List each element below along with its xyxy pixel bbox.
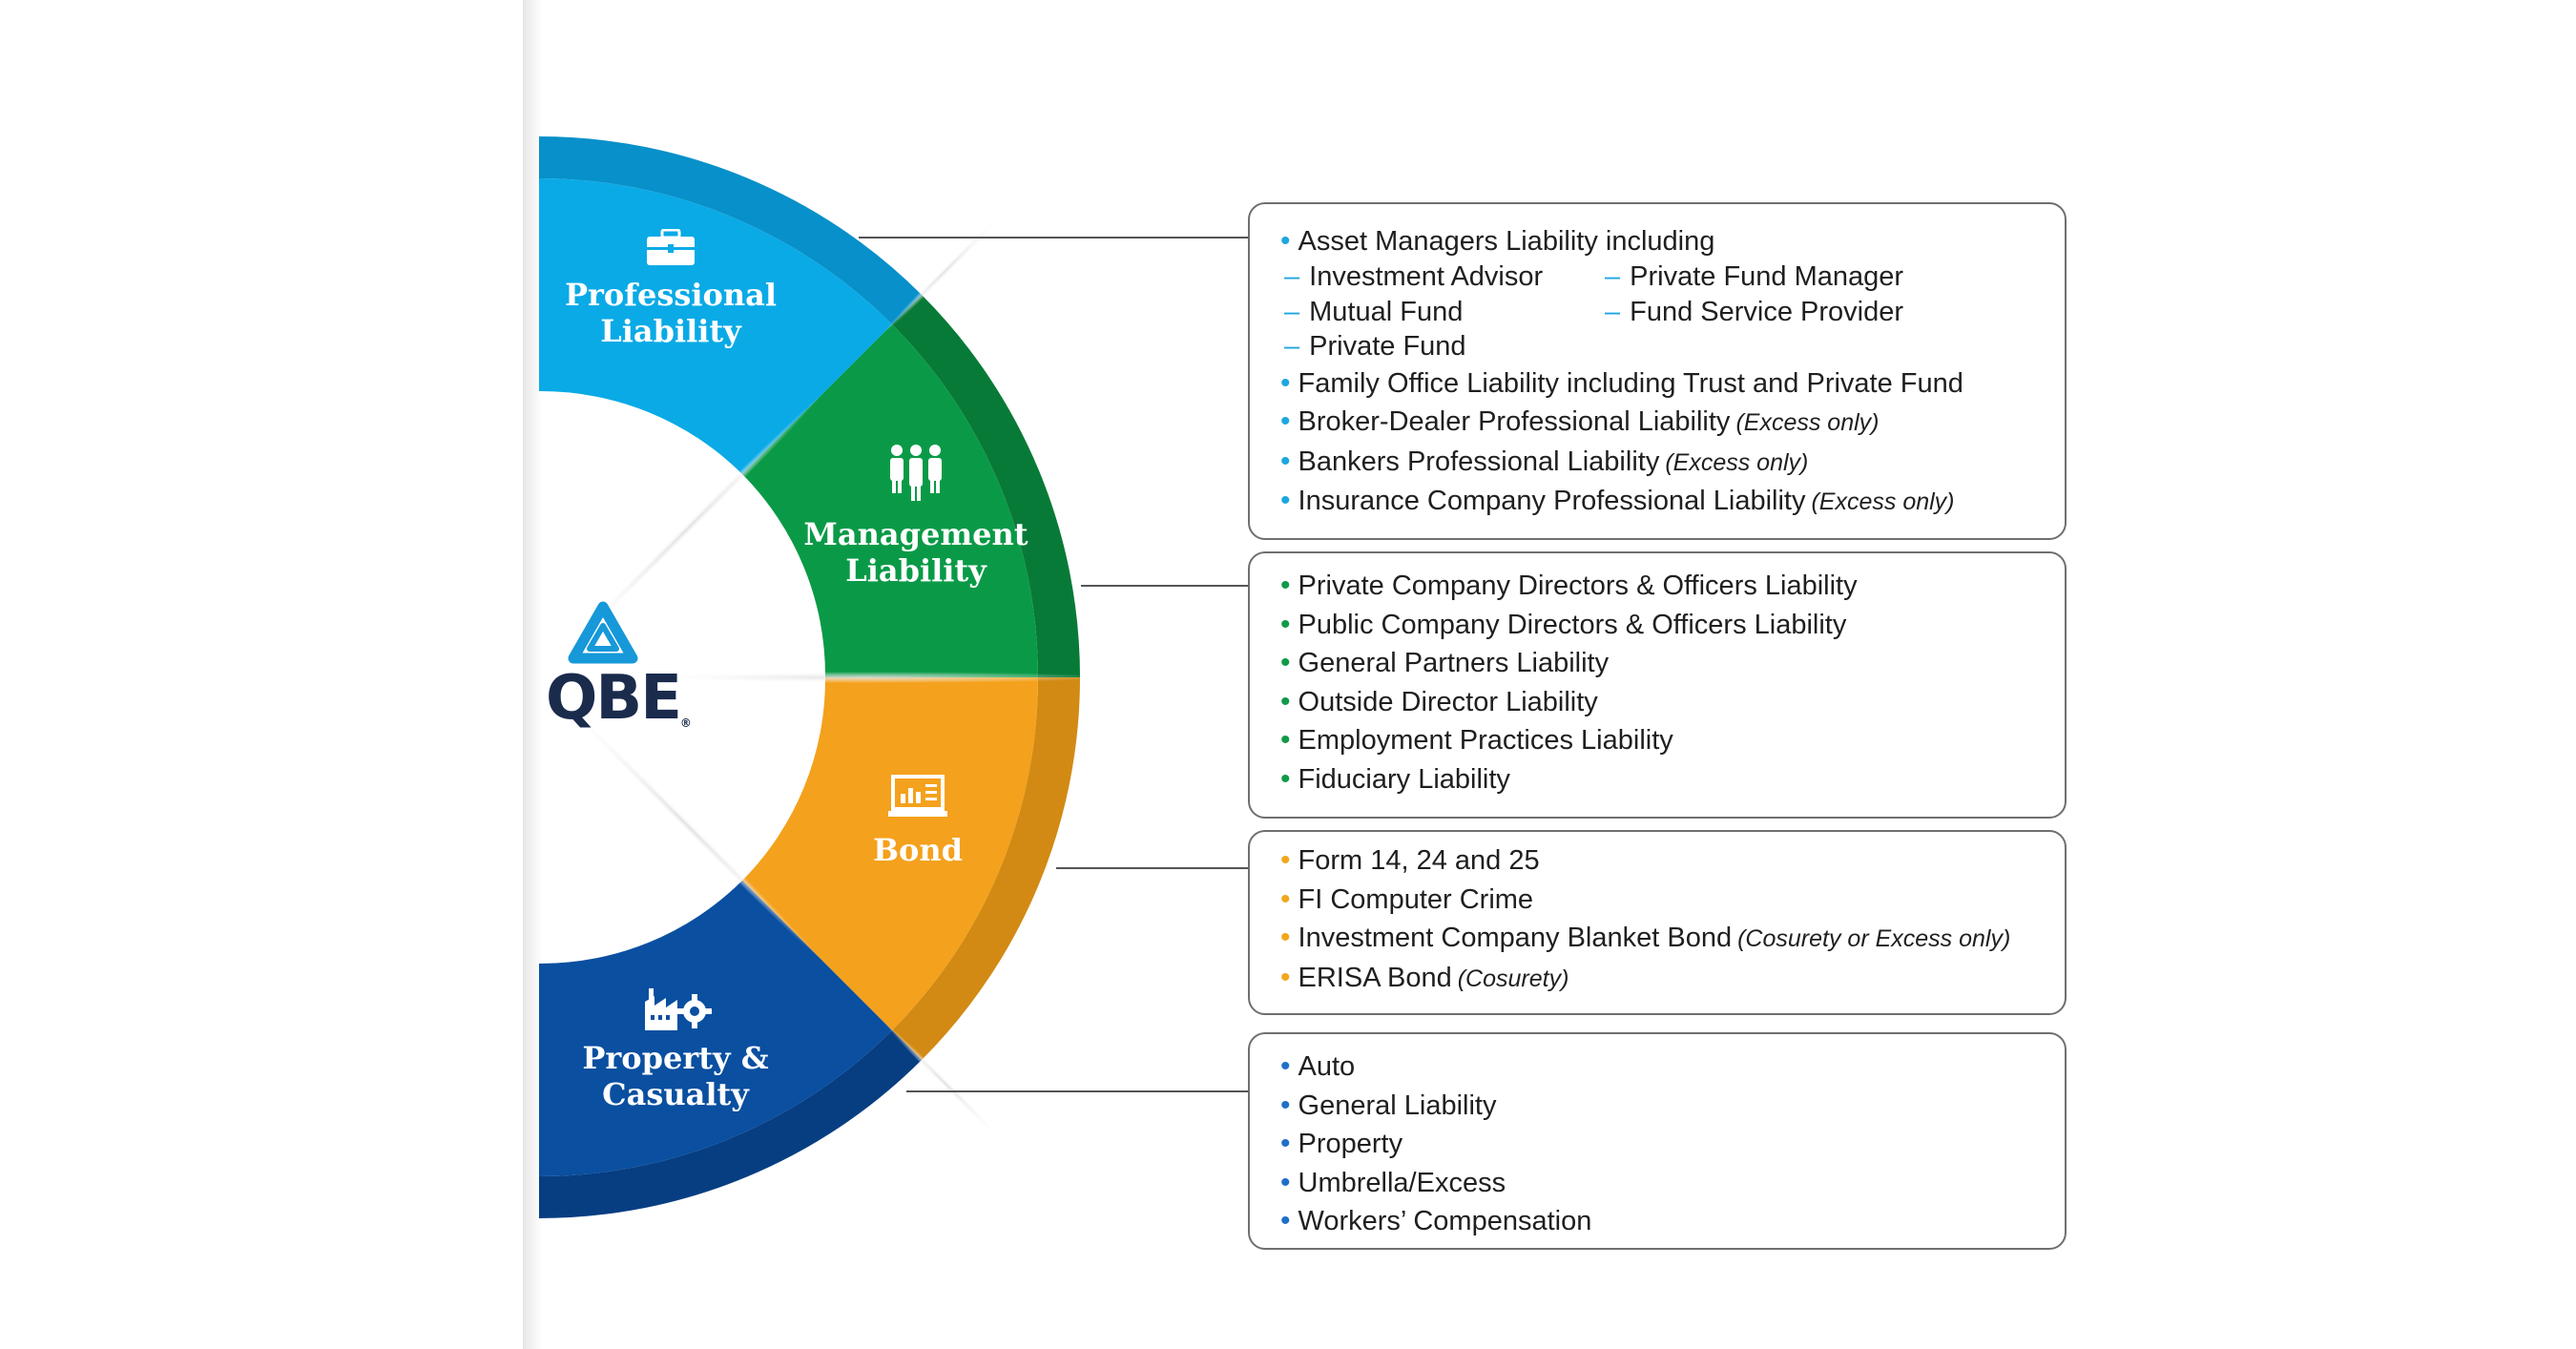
- segment-professional: [539, 177, 892, 474]
- rim-management: [892, 295, 1080, 677]
- box-bond: •Form 14, 24 and 25 •FI Computer Crime •…: [1248, 830, 2067, 1015]
- list-item: •Bankers Professional Liability(Excess o…: [1280, 445, 1809, 477]
- connector-professional: [859, 237, 1259, 239]
- list-item: •Private Company Directors & Officers Li…: [1280, 570, 1858, 601]
- sub-item: –Private Fund: [1284, 331, 1466, 362]
- light-beam: [883, 211, 1006, 333]
- list-item: •Umbrella/Excess: [1280, 1166, 1506, 1198]
- light-beam: [615, 672, 1111, 683]
- list-item: •Broker-Dealer Professional Liability(Ex…: [1280, 405, 1880, 437]
- qbe-triangle-logo: [568, 601, 638, 664]
- rim-bond: [892, 677, 1080, 1060]
- list-item: •Employment Practices Liability: [1280, 724, 1673, 756]
- box-professional-liability: •Asset Managers Liability including –Inv…: [1248, 202, 2067, 540]
- list-item: •Family Office Liability including Trust…: [1280, 366, 1963, 399]
- sub-list: –Investment Advisor –Private Fund Manage…: [1284, 259, 2046, 364]
- box-management-liability: •Private Company Directors & Officers Li…: [1248, 551, 2067, 819]
- box-property-casualty: •Auto •General Liability •Property •Umbr…: [1248, 1032, 2067, 1250]
- light-beam: [551, 690, 822, 961]
- list-item: •Auto: [1280, 1050, 1356, 1082]
- list-item: •Workers’ Compensation: [1280, 1205, 1592, 1236]
- qbe-wordmark: QBE®: [546, 663, 692, 734]
- laptop-chart-icon: [888, 775, 947, 817]
- connector-property: [906, 1090, 1259, 1092]
- list-item: •Insurance Company Professional Liabilit…: [1280, 485, 1955, 516]
- connector-bond: [1056, 867, 1259, 869]
- light-beam: [883, 1022, 1006, 1144]
- sub-item: –Private Fund Manager: [1605, 261, 1904, 292]
- list-item: •General Liability: [1280, 1089, 1497, 1121]
- list-item: •Public Company Directors & Officers Lia…: [1280, 608, 1847, 640]
- left-edge-shade: [523, 0, 542, 1349]
- list-item: •Property: [1280, 1128, 1403, 1159]
- segment-management: [742, 324, 1038, 677]
- rim-professional: [539, 135, 922, 324]
- connector-management: [1081, 585, 1259, 587]
- list-item: •Outside Director Liability: [1280, 685, 1598, 717]
- segment-label-bond: Bond: [872, 832, 964, 868]
- factory-gear-icon: [645, 988, 712, 1030]
- people-group-icon: [890, 445, 942, 501]
- segment-bond: [742, 677, 1039, 1030]
- sub-item: –Investment Advisor: [1284, 261, 1544, 292]
- light-beam: [551, 394, 822, 665]
- list-item: •General Partners Liability: [1280, 647, 1610, 678]
- briefcase-icon: [647, 229, 695, 265]
- list-item: •Fiduciary Liability: [1280, 762, 1510, 795]
- sub-item: –Mutual Fund: [1284, 296, 1464, 327]
- sub-item: –Fund Service Provider: [1605, 296, 1904, 327]
- segment-label-property: Property &Casualty: [582, 1040, 769, 1112]
- list-item: •Investment Company Blanket Bond(Cosuret…: [1280, 922, 2011, 953]
- list-item: •FI Computer Crime: [1280, 882, 1534, 915]
- list-item: •Form 14, 24 and 25: [1280, 844, 1540, 876]
- segment-property: [539, 881, 892, 1177]
- list-item: •ERISA Bond(Cosurety): [1280, 961, 1569, 993]
- list-item: •Asset Managers Liability including: [1280, 225, 1715, 257]
- rim-property: [539, 1030, 922, 1218]
